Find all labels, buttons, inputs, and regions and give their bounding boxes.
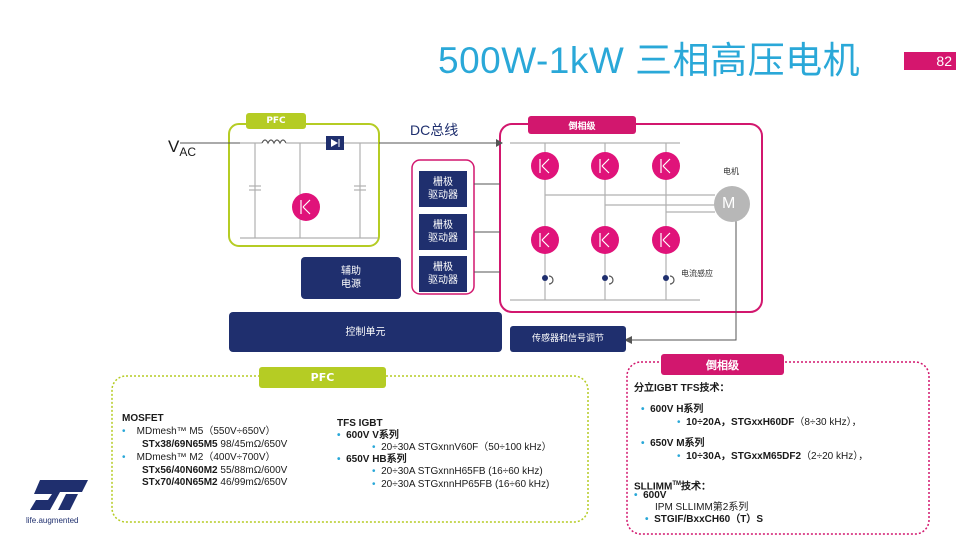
- dc-bus-label: DC总线: [410, 122, 459, 138]
- pfc-tag: PFC: [246, 113, 306, 129]
- m5-line: • MDmesh™ M5（550V÷650V）: [122, 426, 276, 437]
- inv-transistor-icon: [591, 226, 619, 254]
- m2-part-2: STx70/40N65M2 46/99mΩ/650V: [142, 477, 288, 488]
- inverter-tag: 倒相级: [528, 116, 636, 134]
- inv-transistor-icon: [531, 152, 559, 180]
- transistor-icons: [292, 152, 680, 254]
- gate-driver-1: 栅极 驱动器: [419, 171, 467, 207]
- page-title: 500W-1kW 三相高压电机: [438, 40, 861, 81]
- pfc-panel-header: PFC: [259, 367, 386, 388]
- hb-item-2: • 20÷30A STGxnnHP65FB (16÷60 kHz): [372, 479, 550, 490]
- logo-tagline: life.augmented: [26, 516, 79, 525]
- current-sense-label: 电流感应: [681, 269, 713, 278]
- ipm-line: IPM SLLIMM第2系列: [655, 502, 749, 513]
- m5-part: STx38/69N65M5 98/45mΩ/650V: [142, 439, 288, 450]
- st-logo-icon: [30, 480, 88, 510]
- h-series: • 600V H系列: [641, 404, 704, 415]
- page-number: 82: [904, 52, 956, 70]
- pfc-block: [228, 123, 380, 247]
- vac-label: VAC: [168, 137, 197, 159]
- motor-label: 电机: [723, 167, 739, 176]
- v-series: • 600V V系列: [337, 430, 399, 441]
- v-series-item: • 20÷30A STGxnnV60F（50÷100 kHz）: [372, 442, 552, 453]
- igbt-tech-title: 分立IGBT TFS技术：: [634, 383, 730, 394]
- gate-driver-2: 栅极 驱动器: [419, 214, 467, 250]
- motor-symbol: M: [722, 195, 736, 212]
- sllimm-voltage: • 600V: [634, 490, 667, 501]
- mosfet-title: MOSFET: [122, 413, 164, 424]
- gate-driver-3: 栅极 驱动器: [419, 256, 467, 292]
- h-series-item: • 10÷20A，STGxxH60DF（8÷30 kHz），: [677, 417, 862, 428]
- inverter-panel-header: 倒相级: [661, 354, 784, 375]
- ipm-part: • STGIF/BxxCH60（T）S: [645, 514, 763, 525]
- motor-icon: [714, 186, 750, 222]
- control-unit-block: 控制单元: [229, 312, 502, 352]
- m-series-item: • 10÷30A，STGxxM65DF2（2÷20 kHz），: [677, 451, 869, 462]
- inv-transistor-icon: [652, 226, 680, 254]
- sllimm-title: SLLIMMTM技术：: [634, 481, 711, 493]
- inv-transistor-icon: [591, 152, 619, 180]
- hb-item-1: • 20÷30A STGxnnH65FB (16÷60 kHz): [372, 466, 543, 477]
- pfc-transistor-icon: [292, 193, 320, 221]
- hb-series: • 650V HB系列: [337, 454, 407, 465]
- m-series: • 650V M系列: [641, 438, 705, 449]
- m2-part-1: STx56/40N60M2 55/88mΩ/600V: [142, 465, 288, 476]
- gate-driver-frame: [411, 159, 475, 295]
- m2-line: • MDmesh™ M2（400V÷700V）: [122, 452, 276, 463]
- sensor-block: 传感器和信号调节: [510, 326, 626, 352]
- inv-transistor-icon: [531, 226, 559, 254]
- igbt-title: TFS IGBT: [337, 418, 383, 429]
- inv-transistor-icon: [652, 152, 680, 180]
- aux-power-block: 辅助 电源: [301, 257, 401, 299]
